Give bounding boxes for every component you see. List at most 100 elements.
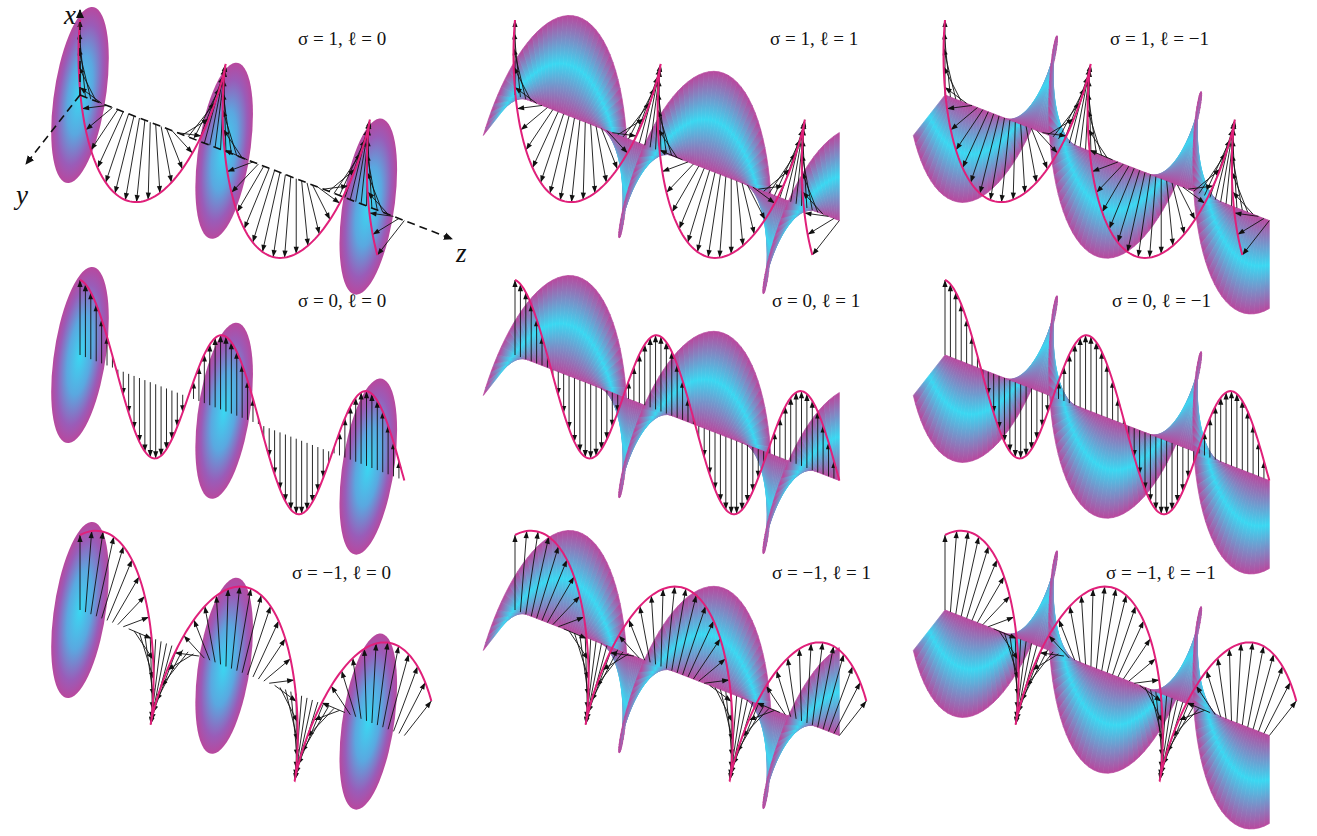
vector-head [227,167,234,172]
field-vector [542,560,567,621]
field-vector [994,629,1017,639]
field-vector [988,617,1014,627]
field-vector [1236,394,1237,468]
vector-head [186,146,193,153]
vector-head [718,659,725,665]
vector-head [1148,659,1155,665]
vector-head [573,596,580,603]
field-vector [1026,126,1036,182]
field-vector [590,384,591,458]
field-vector [1002,120,1010,202]
field-vector [80,535,81,610]
field-vector [1026,386,1027,455]
field-vector [731,439,732,514]
field-vector [377,643,387,726]
vector-head [1109,221,1114,228]
field-vector [301,441,302,514]
field-vector [1166,441,1167,514]
vector-head [331,686,337,693]
beam-panel [913,20,1269,314]
field-vector [231,587,239,669]
vector-head [413,667,418,674]
vector-head [757,703,764,708]
field-vector [1220,398,1221,462]
vector-head [1049,636,1056,643]
field-vector [961,537,979,616]
field-vector [322,703,345,713]
vector-head [141,617,148,622]
field-vector [264,659,291,681]
disc-shape [51,493,109,727]
field-vector [963,112,989,168]
vector-head [133,577,139,584]
field-vector [817,412,818,473]
field-vector [226,589,228,666]
field-vector [364,649,366,721]
field-vector [550,116,569,193]
field-vector [672,166,699,212]
field-envelope [944,20,1243,258]
vector-head [860,701,866,708]
field-vector [812,643,822,726]
field-vector [377,221,404,256]
field-vector [803,192,824,214]
field-vector [660,150,683,160]
field-vector [382,412,383,473]
field-vector [606,391,607,440]
field-vector [720,177,726,258]
field-vector [355,398,356,462]
field-vector [788,658,796,719]
vector-head [951,123,958,129]
vector-head [666,186,673,193]
field-vector [225,337,226,412]
field-vector [666,342,667,413]
field-vector [1091,589,1093,666]
vector-head [322,703,329,708]
field-vector [601,388,602,449]
vector-head [568,577,574,584]
gaussian-disc [51,493,109,727]
field-vector [650,338,651,407]
field-vector [812,221,839,256]
field-vector [129,629,152,639]
field-vector [1145,432,1146,489]
helical-wavefront [1264,220,1269,311]
field-vector [312,445,313,502]
field-vector [91,532,103,614]
field-vector [950,284,951,357]
vector-head [1196,686,1202,693]
field-vector [956,110,983,150]
vector-head [621,146,628,153]
vector-head [1187,703,1194,708]
beam-panel [51,0,404,323]
field-vector [531,537,549,616]
field-vector [1004,378,1005,442]
field-vector [1150,177,1156,258]
field-vector [86,108,113,130]
vector-head [848,667,853,674]
field-vector [572,120,580,202]
field-vector [107,560,132,621]
field-vector [720,435,721,502]
field-vector [156,124,160,193]
field-vector [404,701,431,736]
field-vector [1242,401,1243,470]
field-vector [1118,170,1140,242]
field-vector [353,658,361,719]
field-vector [171,391,172,440]
field-vector [302,181,308,246]
field-vector [777,671,791,717]
field-vector [1248,646,1264,727]
field-vector [569,376,570,429]
field-vector [307,183,319,234]
gaussian-disc [195,294,253,528]
field-vector [1237,644,1241,723]
vector-head [184,636,191,643]
field-vector [1138,175,1150,257]
field-vector [1015,382,1016,457]
field-vector [1247,412,1248,473]
field-envelope [515,280,839,514]
helical-wavefront [1264,480,1269,571]
field-vector [161,386,162,455]
vector-head [956,143,962,150]
